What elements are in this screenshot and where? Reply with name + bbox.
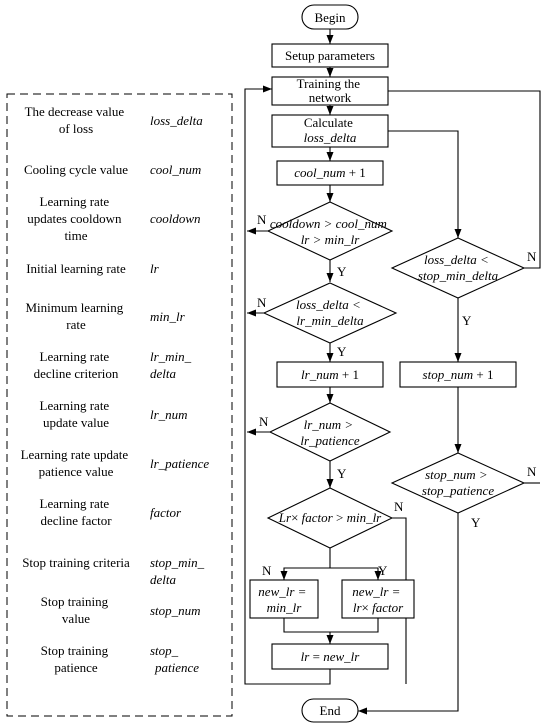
branch-no-label: N xyxy=(527,464,537,479)
branch-yes-label: Y xyxy=(337,344,347,359)
new-lr-min-node: new_lr = min_lr xyxy=(249,579,319,619)
legend-frame xyxy=(6,93,233,717)
cool-num-increment-node: cool_num + 1 xyxy=(276,160,384,186)
legend-symbol: stop_ patience xyxy=(150,643,199,675)
decision-stop-patience-label: stop_num > stop_patience xyxy=(422,467,494,498)
decision-stop-patience: stop_num > stop_patience xyxy=(390,452,526,514)
legend-symbol: loss_delta xyxy=(150,113,203,128)
branch-labels: N Y N Y N Y N N Y N Y N Y xyxy=(257,212,537,578)
legend-symbol: lr_min_ delta xyxy=(150,349,194,381)
branch-no-label: N xyxy=(257,212,267,227)
arrow-d6-yes-to-end xyxy=(358,513,459,715)
branch-yes-label: Y xyxy=(337,466,347,481)
stop-num-increment-node: stop_num + 1 xyxy=(399,361,517,388)
legend-row: Learning rate decline factor factor xyxy=(40,496,182,528)
legend-row: Cooling cycle value cool_num xyxy=(24,162,201,177)
legend-row: Stop training criteria stop_min_ delta xyxy=(22,555,207,587)
nodes: Begin Setup parameters Training the netw… xyxy=(249,4,526,723)
decision-factor: Lr× factor > min_lr xyxy=(266,487,394,549)
setup-label: Setup parameters xyxy=(285,48,375,63)
branch-n-label: N xyxy=(394,499,404,514)
legend-row: Learning rate decline criterion lr_min_ … xyxy=(34,349,194,381)
branch-yes-label: Y xyxy=(471,515,481,530)
stop-num-increment-label: stop_num + 1 xyxy=(423,367,494,382)
legend-row: The decrease value of loss loss_delta xyxy=(25,104,204,136)
begin-node: Begin xyxy=(301,4,359,30)
end-label: End xyxy=(320,703,341,718)
legend-term: Stop training patience xyxy=(41,643,112,675)
decision-lr-min-delta-label: loss_delta < lr_min_delta xyxy=(296,297,364,328)
lr-num-increment-label: lr_num + 1 xyxy=(301,367,359,382)
legend-term: Cooling cycle value xyxy=(24,162,128,177)
legend-row: Learning rate update patience value lr_p… xyxy=(21,447,210,479)
legend-term: Learning rate decline factor xyxy=(40,496,113,528)
legend-symbol: cool_num xyxy=(150,162,201,177)
decision-factor-label: Lr× factor > min_lr xyxy=(278,510,382,525)
legend-symbol: min_lr xyxy=(150,309,186,324)
legend-row: Stop training patience stop_ patience xyxy=(41,643,200,675)
training-label: Training the network xyxy=(297,76,364,105)
legend-term: Stop training value xyxy=(41,594,112,626)
legend-row: Stop training value stop_num xyxy=(41,594,201,626)
branch-no-label: N xyxy=(259,414,269,429)
new-lr-factor-label: new_lr = lr× factor xyxy=(352,584,404,615)
connectors xyxy=(244,29,541,715)
decision-stop-min-delta-label: loss_delta < stop_min_delta xyxy=(418,252,499,283)
decision-lr-patience-label: lr_num > lr_patience xyxy=(300,417,359,448)
legend-symbol: factor xyxy=(150,505,182,520)
calculate-node: Calculate loss_delta xyxy=(271,114,389,148)
legend-symbol: cooldown xyxy=(150,211,201,226)
arrow-d4-to-new-lr-a xyxy=(280,548,331,580)
legend-symbol: lr_num xyxy=(150,407,188,422)
legend-term: Initial learning rate xyxy=(26,261,126,276)
loop-back-line xyxy=(244,85,331,685)
branch-yes-label: Y xyxy=(337,264,347,279)
legend-row: Minimum learning rate min_lr xyxy=(25,300,185,332)
branch-no-label: N xyxy=(257,295,267,310)
legend-term: Learning rate decline criterion xyxy=(34,349,119,381)
legend-term: Learning rate update value xyxy=(40,398,113,430)
legend-symbol: stop_min_ delta xyxy=(150,555,207,587)
decision-lr-patience: lr_num > lr_patience xyxy=(268,402,392,462)
arrow-new-lr-join xyxy=(283,618,379,633)
legend-term: Learning rate updates cooldown time xyxy=(27,194,124,243)
branch-yes-label: Y xyxy=(378,563,388,578)
decision-cooldown-label: cooldown > cool_num lr > min_lr xyxy=(270,216,390,247)
legend-row: Learning rate update value lr_num xyxy=(40,398,188,430)
lr-num-increment-node: lr_num + 1 xyxy=(276,361,384,388)
legend-term: Stop training criteria xyxy=(22,555,130,570)
legend-row: Learning rate updates cooldown time cool… xyxy=(27,194,200,243)
arrow-d5-no xyxy=(388,90,541,269)
end-node: End xyxy=(301,698,359,723)
new-lr-factor-node: new_lr = lr× factor xyxy=(341,579,415,619)
calculate-label: Calculate loss_delta xyxy=(304,115,357,145)
arrow-calculate-to-d5 xyxy=(388,130,462,238)
begin-label: Begin xyxy=(314,10,346,25)
decision-lr-min-delta: loss_delta < lr_min_delta xyxy=(262,282,398,344)
branch-no-label: N xyxy=(262,563,272,578)
arrow-d4-to-new-lr-b xyxy=(330,567,382,580)
cool-num-increment-label: cool_num + 1 xyxy=(294,165,366,180)
branch-no-label: N xyxy=(527,249,537,264)
assign-lr-label: lr = new_lr xyxy=(301,649,361,664)
new-lr-min-label: new_lr = min_lr xyxy=(258,584,309,615)
assign-lr-node: lr = new_lr xyxy=(271,643,389,670)
legend-symbol: lr_patience xyxy=(150,456,209,471)
decision-stop-min-delta: loss_delta < stop_min_delta xyxy=(390,237,526,299)
legend: The decrease value of loss loss_delta Co… xyxy=(6,93,233,717)
legend-symbol: stop_num xyxy=(150,603,201,618)
setup-node: Setup parameters xyxy=(271,43,389,68)
legend-symbol: lr xyxy=(150,261,160,276)
arrow-d4-no xyxy=(392,517,407,684)
legend-term: The decrease value of loss xyxy=(25,104,128,136)
legend-term: Minimum learning rate xyxy=(25,300,126,332)
decision-cooldown: cooldown > cool_num lr > min_lr xyxy=(266,201,394,261)
legend-row: Initial learning rate lr xyxy=(26,261,159,276)
branch-yes-label: Y xyxy=(462,313,472,328)
training-node: Training the network xyxy=(271,76,389,106)
legend-term: Learning rate update patience value xyxy=(21,447,132,479)
